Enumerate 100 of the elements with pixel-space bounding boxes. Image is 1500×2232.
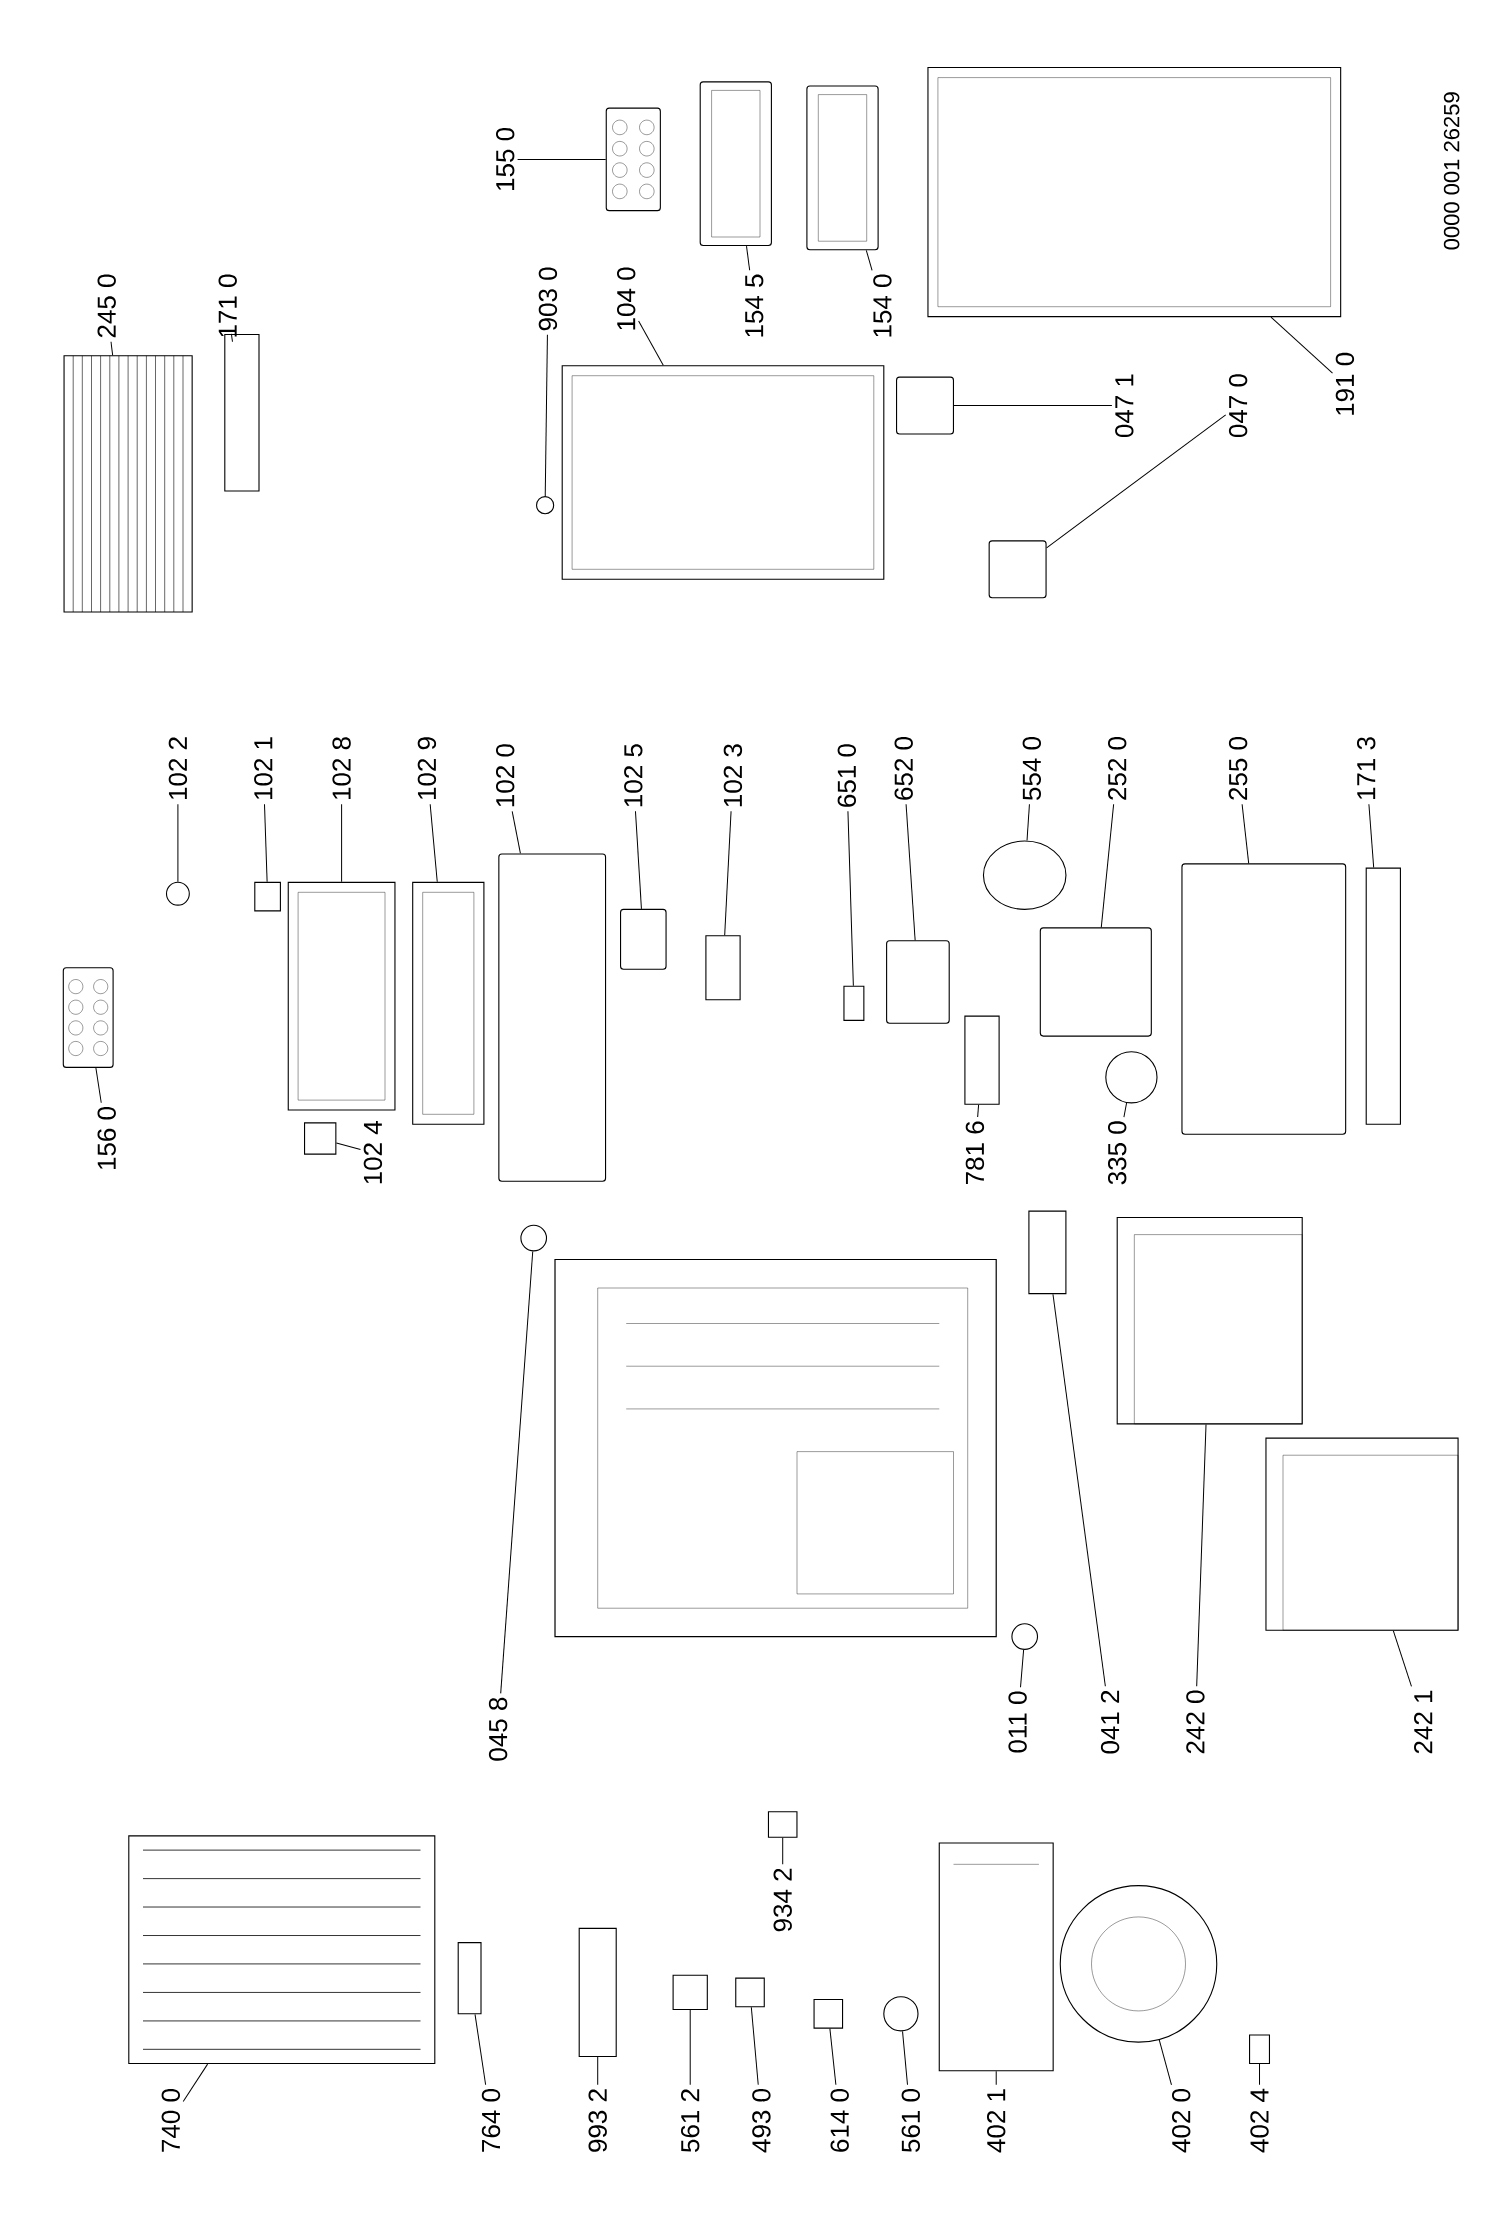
- screw-drawing: [520, 1224, 548, 1252]
- bracket-drawing: [705, 935, 741, 1001]
- callout-number: 102 0: [496, 744, 515, 807]
- leader-line: [1100, 803, 1115, 928]
- callout-number: 102 4: [363, 1121, 383, 1184]
- leader-line: [689, 2009, 691, 2086]
- protector-drawing: [883, 1996, 919, 2032]
- lamp-drawing: [843, 985, 865, 1021]
- shelf-trim-drawing: [1365, 867, 1401, 1125]
- callout-number: 561 2: [681, 2089, 700, 2152]
- clip-drawing: [767, 1811, 798, 1838]
- leader-line: [995, 2070, 997, 2086]
- freezer-door-drawing: [498, 853, 607, 1182]
- callout-number: 993 2: [588, 2089, 607, 2152]
- callout-number: 903 0: [538, 267, 558, 331]
- leader-line: [230, 333, 233, 343]
- callout-number: 245 0: [97, 274, 116, 338]
- callout-number: 154 0: [873, 274, 892, 337]
- leader-line: [724, 810, 732, 936]
- door-shelf-drawing: [806, 85, 879, 251]
- leader-line: [905, 803, 916, 941]
- drip-tray-drawing: [938, 1842, 1054, 2072]
- callout-number: 781 6: [965, 1121, 985, 1184]
- callout-number: 764 0: [481, 2089, 501, 2152]
- callout-number: 335 0: [1108, 1121, 1127, 1185]
- leader-line: [1368, 803, 1375, 869]
- leader-line: [1392, 1630, 1412, 1687]
- callout-number: 155 0: [496, 127, 515, 190]
- callout-number: 041 2: [1100, 1690, 1120, 1754]
- glass-shelf-drawing: [1181, 863, 1347, 1135]
- thermostat-drawing: [886, 940, 950, 1024]
- leader-line: [110, 341, 114, 356]
- leader-line: [750, 2006, 759, 2086]
- leader-line: [177, 803, 179, 883]
- leader-line: [638, 320, 664, 366]
- callout-number: 255 0: [1228, 737, 1248, 800]
- leader-line: [1158, 2039, 1172, 2086]
- leader-line: [182, 2063, 209, 2102]
- callout-number: 614 0: [830, 2089, 849, 2152]
- leader-line: [865, 249, 873, 271]
- relay-drawing: [672, 1974, 708, 2011]
- connector-drawing: [735, 1977, 765, 2008]
- leader-line: [474, 2013, 487, 2086]
- callout-number: 934 2: [773, 1868, 792, 1932]
- callout-number: 402 1: [987, 2089, 1006, 2153]
- leader-line: [1241, 803, 1250, 864]
- clip-drawing: [1249, 2034, 1270, 2065]
- callout-number: 402 0: [1172, 2089, 1191, 2153]
- crisper-drawing: [1116, 1216, 1303, 1425]
- callout-number: 554 0: [1022, 737, 1041, 800]
- leader-line: [1270, 316, 1333, 374]
- condenser-drawing: [128, 1835, 436, 2065]
- leader-line: [341, 803, 343, 883]
- leader-line: [1259, 2063, 1260, 2086]
- leader-line: [829, 2028, 837, 2086]
- leader-line: [95, 1067, 102, 1104]
- callout-number: 652 0: [894, 737, 913, 800]
- callout-number: 493 0: [752, 2089, 771, 2153]
- hinge-drawing: [988, 540, 1047, 599]
- callout-number: 156 0: [97, 1107, 116, 1170]
- leader-line: [597, 2056, 599, 2086]
- callout-number: 102 3: [723, 744, 743, 807]
- callout-number: 561 0: [901, 2089, 920, 2152]
- callout-number: 102 8: [332, 737, 351, 800]
- wire-shelf-drawing: [63, 355, 193, 613]
- control-box-drawing: [1039, 927, 1152, 1037]
- callout-number: 242 0: [1186, 1690, 1205, 1754]
- leader-line: [1046, 414, 1227, 549]
- rod-drawing: [964, 1015, 1000, 1105]
- callout-number: 651 0: [837, 744, 856, 807]
- leader-line: [1123, 1102, 1128, 1118]
- callout-number: 740 0: [161, 2089, 180, 2152]
- plate-drawing: [620, 908, 667, 970]
- callout-number: 171 0: [218, 274, 237, 337]
- callout-number: 171 3: [1357, 737, 1376, 800]
- leader-line: [782, 1837, 784, 1865]
- crisper-drawing: [1265, 1437, 1459, 1631]
- knob-drawing: [165, 881, 190, 906]
- leader-line: [264, 803, 268, 883]
- screw-drawing: [536, 496, 555, 515]
- cable-drawing: [578, 1927, 617, 2057]
- callout-number: 047 1: [1115, 374, 1134, 438]
- foot-drawing: [1011, 1623, 1039, 1650]
- leader-line: [1052, 1293, 1106, 1687]
- cap-drawing: [813, 1999, 844, 2029]
- callout-number: 242 1: [1414, 1690, 1433, 1754]
- egg-tray-drawing: [605, 107, 661, 212]
- hinge-drawing: [896, 376, 954, 435]
- latch-drawing: [304, 1122, 337, 1155]
- knob-drawing: [1105, 1051, 1158, 1104]
- drier-drawing: [457, 1942, 482, 2015]
- door-shelf-drawing: [699, 81, 772, 247]
- leader-line: [511, 810, 521, 854]
- callout-number: 102 1: [254, 737, 273, 800]
- frame-drawing: [412, 881, 485, 1125]
- callout-number: 154 5: [745, 274, 764, 337]
- leader-line: [500, 1250, 534, 1694]
- leader-line: [1020, 1649, 1025, 1688]
- callout-number: 102 5: [624, 744, 643, 807]
- callout-number: 102 9: [417, 737, 437, 800]
